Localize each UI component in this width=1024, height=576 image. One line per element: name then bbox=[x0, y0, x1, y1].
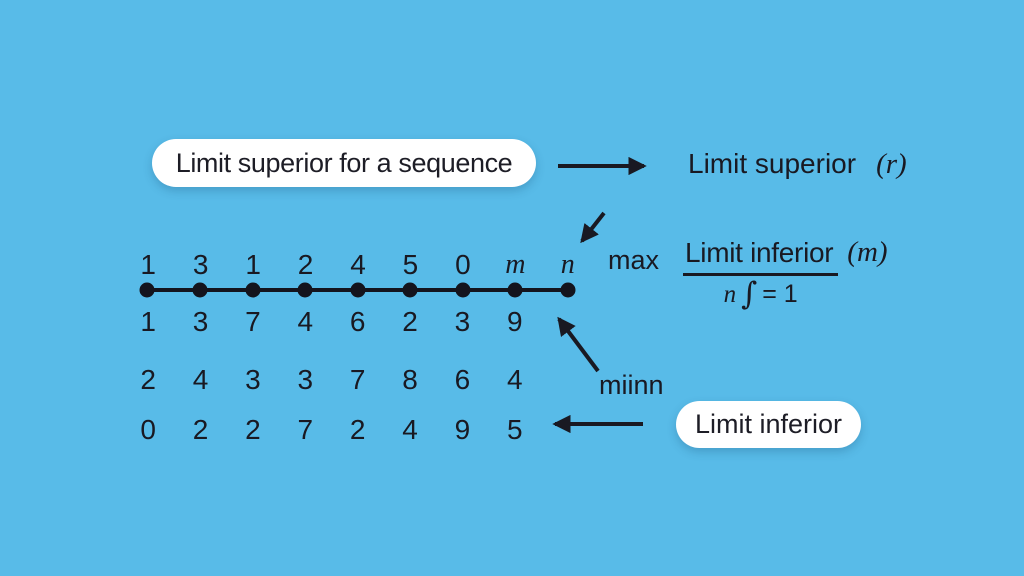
down-left-arrow-icon bbox=[580, 211, 606, 244]
sequence-dot bbox=[192, 282, 208, 298]
sequence-value: 3 bbox=[454, 306, 471, 337]
sequence-value: 3 bbox=[245, 364, 261, 395]
sequence-value: 2 bbox=[140, 364, 156, 395]
sequence-value: 4 bbox=[402, 414, 418, 445]
sequence-value: 7 bbox=[245, 306, 261, 337]
sequence-value: 3 bbox=[192, 306, 209, 337]
sequence-value: 4 bbox=[192, 364, 209, 395]
sequence-dot bbox=[455, 282, 471, 298]
sequence-value: 2 bbox=[192, 414, 209, 445]
sequence-index-m: m bbox=[505, 249, 526, 280]
sequence-value: 0 bbox=[455, 249, 471, 280]
sequence-value: 4 bbox=[297, 306, 314, 337]
min-label: miinn bbox=[599, 370, 664, 400]
sequence-value: 5 bbox=[507, 414, 523, 445]
sequence-value: 6 bbox=[454, 364, 471, 395]
limit-superior-text: Limit superior bbox=[688, 148, 857, 179]
sequence-index-n: n bbox=[560, 249, 575, 280]
title-pill-label: Limit superior for a sequence bbox=[175, 147, 513, 178]
sequence-value: 3 bbox=[297, 364, 314, 395]
limit-inferior-pill: Limit inferior bbox=[676, 401, 861, 448]
formula-fraction: Limit inferior n ∫ = 1 bbox=[683, 237, 839, 310]
sequence-value: 2 bbox=[349, 414, 366, 445]
sequence-value: 1 bbox=[140, 306, 156, 337]
sequence-value: 8 bbox=[402, 364, 418, 395]
sequence-dot bbox=[139, 282, 155, 298]
formula-m-symbol: (m) bbox=[847, 236, 888, 268]
integral-symbol-icon: ∫ bbox=[741, 276, 758, 312]
sequence-value: 1 bbox=[140, 249, 156, 280]
up-left-arrow-icon bbox=[557, 316, 600, 373]
limit-inferior-pill-label: Limit inferior bbox=[694, 409, 843, 439]
sequence-dot bbox=[402, 282, 418, 298]
sequence-top-labels: 1 3 1 2 4 5 0 m n bbox=[122, 249, 594, 281]
sequence-value: 9 bbox=[507, 306, 523, 337]
sequence-dot bbox=[297, 282, 313, 298]
sequence-value: 4 bbox=[350, 249, 366, 280]
sequence-dot bbox=[245, 282, 261, 298]
sequence-value: 7 bbox=[349, 364, 366, 395]
limit-superior-symbol: (r) bbox=[876, 148, 907, 180]
sequence-value: 4 bbox=[507, 364, 523, 395]
sequence-value: 6 bbox=[349, 306, 366, 337]
formula-equals-one: = 1 bbox=[762, 280, 798, 308]
sequence-value: 2 bbox=[297, 249, 314, 280]
sequence-row-2: 1 3 7 4 6 2 3 9 bbox=[122, 306, 541, 338]
sequence-row-3: 2 4 3 3 7 8 6 4 bbox=[122, 364, 541, 396]
limit-superior-label: Limit superior (r) bbox=[688, 148, 907, 181]
sequence-dot bbox=[560, 282, 576, 298]
max-label: max bbox=[608, 245, 660, 275]
formula-numerator: Limit inferior bbox=[683, 237, 839, 276]
number-line bbox=[139, 282, 576, 298]
sequence-value: 7 bbox=[297, 414, 314, 445]
sequence-value: 5 bbox=[402, 249, 419, 280]
formula-denominator: n ∫ = 1 bbox=[683, 276, 838, 310]
limit-inferior-formula: Limit inferior n ∫ = 1 (m) bbox=[683, 236, 888, 310]
sequence-value: 2 bbox=[402, 306, 418, 337]
sequence-value: 0 bbox=[140, 414, 156, 445]
formula-n: n bbox=[723, 280, 737, 308]
title-pill: Limit superior for a sequence bbox=[152, 139, 536, 187]
sequence-row-4: 0 2 2 7 2 4 9 5 bbox=[122, 414, 541, 446]
sequence-value: 9 bbox=[454, 414, 471, 445]
sequence-value: 3 bbox=[192, 249, 209, 280]
sequence-value: 1 bbox=[245, 249, 261, 280]
sequence-dot bbox=[350, 282, 366, 298]
sequence-dot bbox=[507, 282, 523, 298]
sequence-value: 2 bbox=[245, 414, 261, 445]
